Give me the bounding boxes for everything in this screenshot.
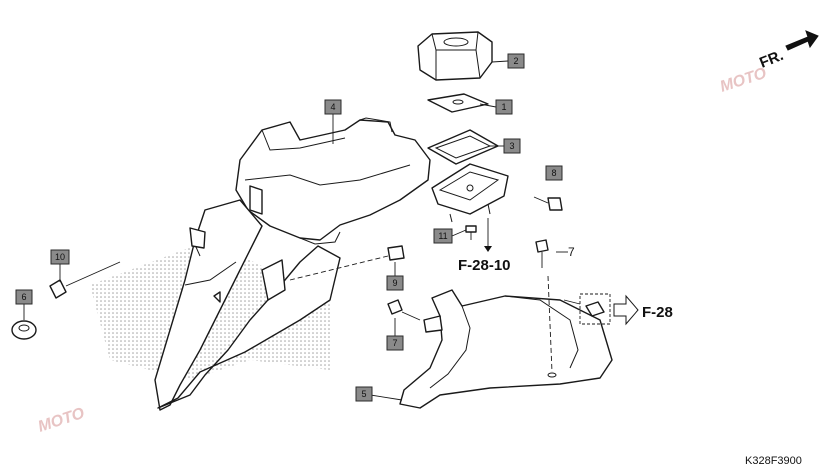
front-direction-indicator: FR. xyxy=(757,30,819,72)
callout-4: 4 xyxy=(324,99,342,115)
svg-text:6: 6 xyxy=(21,292,26,302)
bolt-7-upper xyxy=(535,239,549,268)
label-7: 7 xyxy=(568,245,575,259)
gasket xyxy=(427,129,499,165)
svg-text:3: 3 xyxy=(509,141,514,151)
svg-text:10: 10 xyxy=(55,252,65,262)
callout-9: 9 xyxy=(386,275,404,291)
callout-2: 2 xyxy=(507,53,525,69)
washer-6 xyxy=(11,320,37,340)
ref-f28-10: F-28-10 xyxy=(458,257,511,274)
svg-text:5: 5 xyxy=(361,389,366,399)
screw-11 xyxy=(465,225,477,240)
bolt-7-lower xyxy=(387,299,421,321)
callout-10: 10 xyxy=(50,249,70,265)
svg-text:8: 8 xyxy=(551,168,556,178)
dashed-guide xyxy=(547,275,553,373)
arrow-icon xyxy=(785,30,819,51)
bolt-8 xyxy=(533,196,563,211)
svg-text:4: 4 xyxy=(330,102,335,112)
clip-nut xyxy=(563,293,611,325)
watermark-top: MOTO xyxy=(718,65,769,96)
svg-text:MOTO: MOTO xyxy=(718,65,769,96)
callout-8: 8 xyxy=(545,165,563,181)
callout-5: 5 xyxy=(355,386,373,402)
ref-f28: F-28 xyxy=(642,304,673,321)
callout-11: 11 xyxy=(433,228,453,244)
drawing-code: K328F3900 xyxy=(745,455,802,467)
svg-text:11: 11 xyxy=(438,231,447,241)
callout-6: 6 xyxy=(15,289,33,305)
callout-3: 3 xyxy=(503,138,521,154)
arrow-down-icon xyxy=(484,246,492,252)
svg-text:MOTO: MOTO xyxy=(36,405,87,436)
tray-box xyxy=(431,163,509,223)
rear-fender-assembly xyxy=(154,117,431,411)
battery-cover xyxy=(417,31,493,81)
svg-text:7: 7 xyxy=(392,338,397,348)
arrow-right-icon xyxy=(613,294,639,326)
front-label: FR. xyxy=(757,47,786,72)
svg-text:1: 1 xyxy=(501,102,506,112)
svg-text:9: 9 xyxy=(392,278,397,288)
watermark-bottom: MOTO xyxy=(36,405,87,436)
svg-text:2: 2 xyxy=(513,56,518,66)
inner-fender xyxy=(399,289,613,409)
rubber-pad xyxy=(427,93,489,113)
callout-7: 7 xyxy=(386,335,404,351)
bolt-10 xyxy=(49,261,121,299)
callout-1: 1 xyxy=(495,99,513,115)
grommet-9 xyxy=(289,245,405,281)
